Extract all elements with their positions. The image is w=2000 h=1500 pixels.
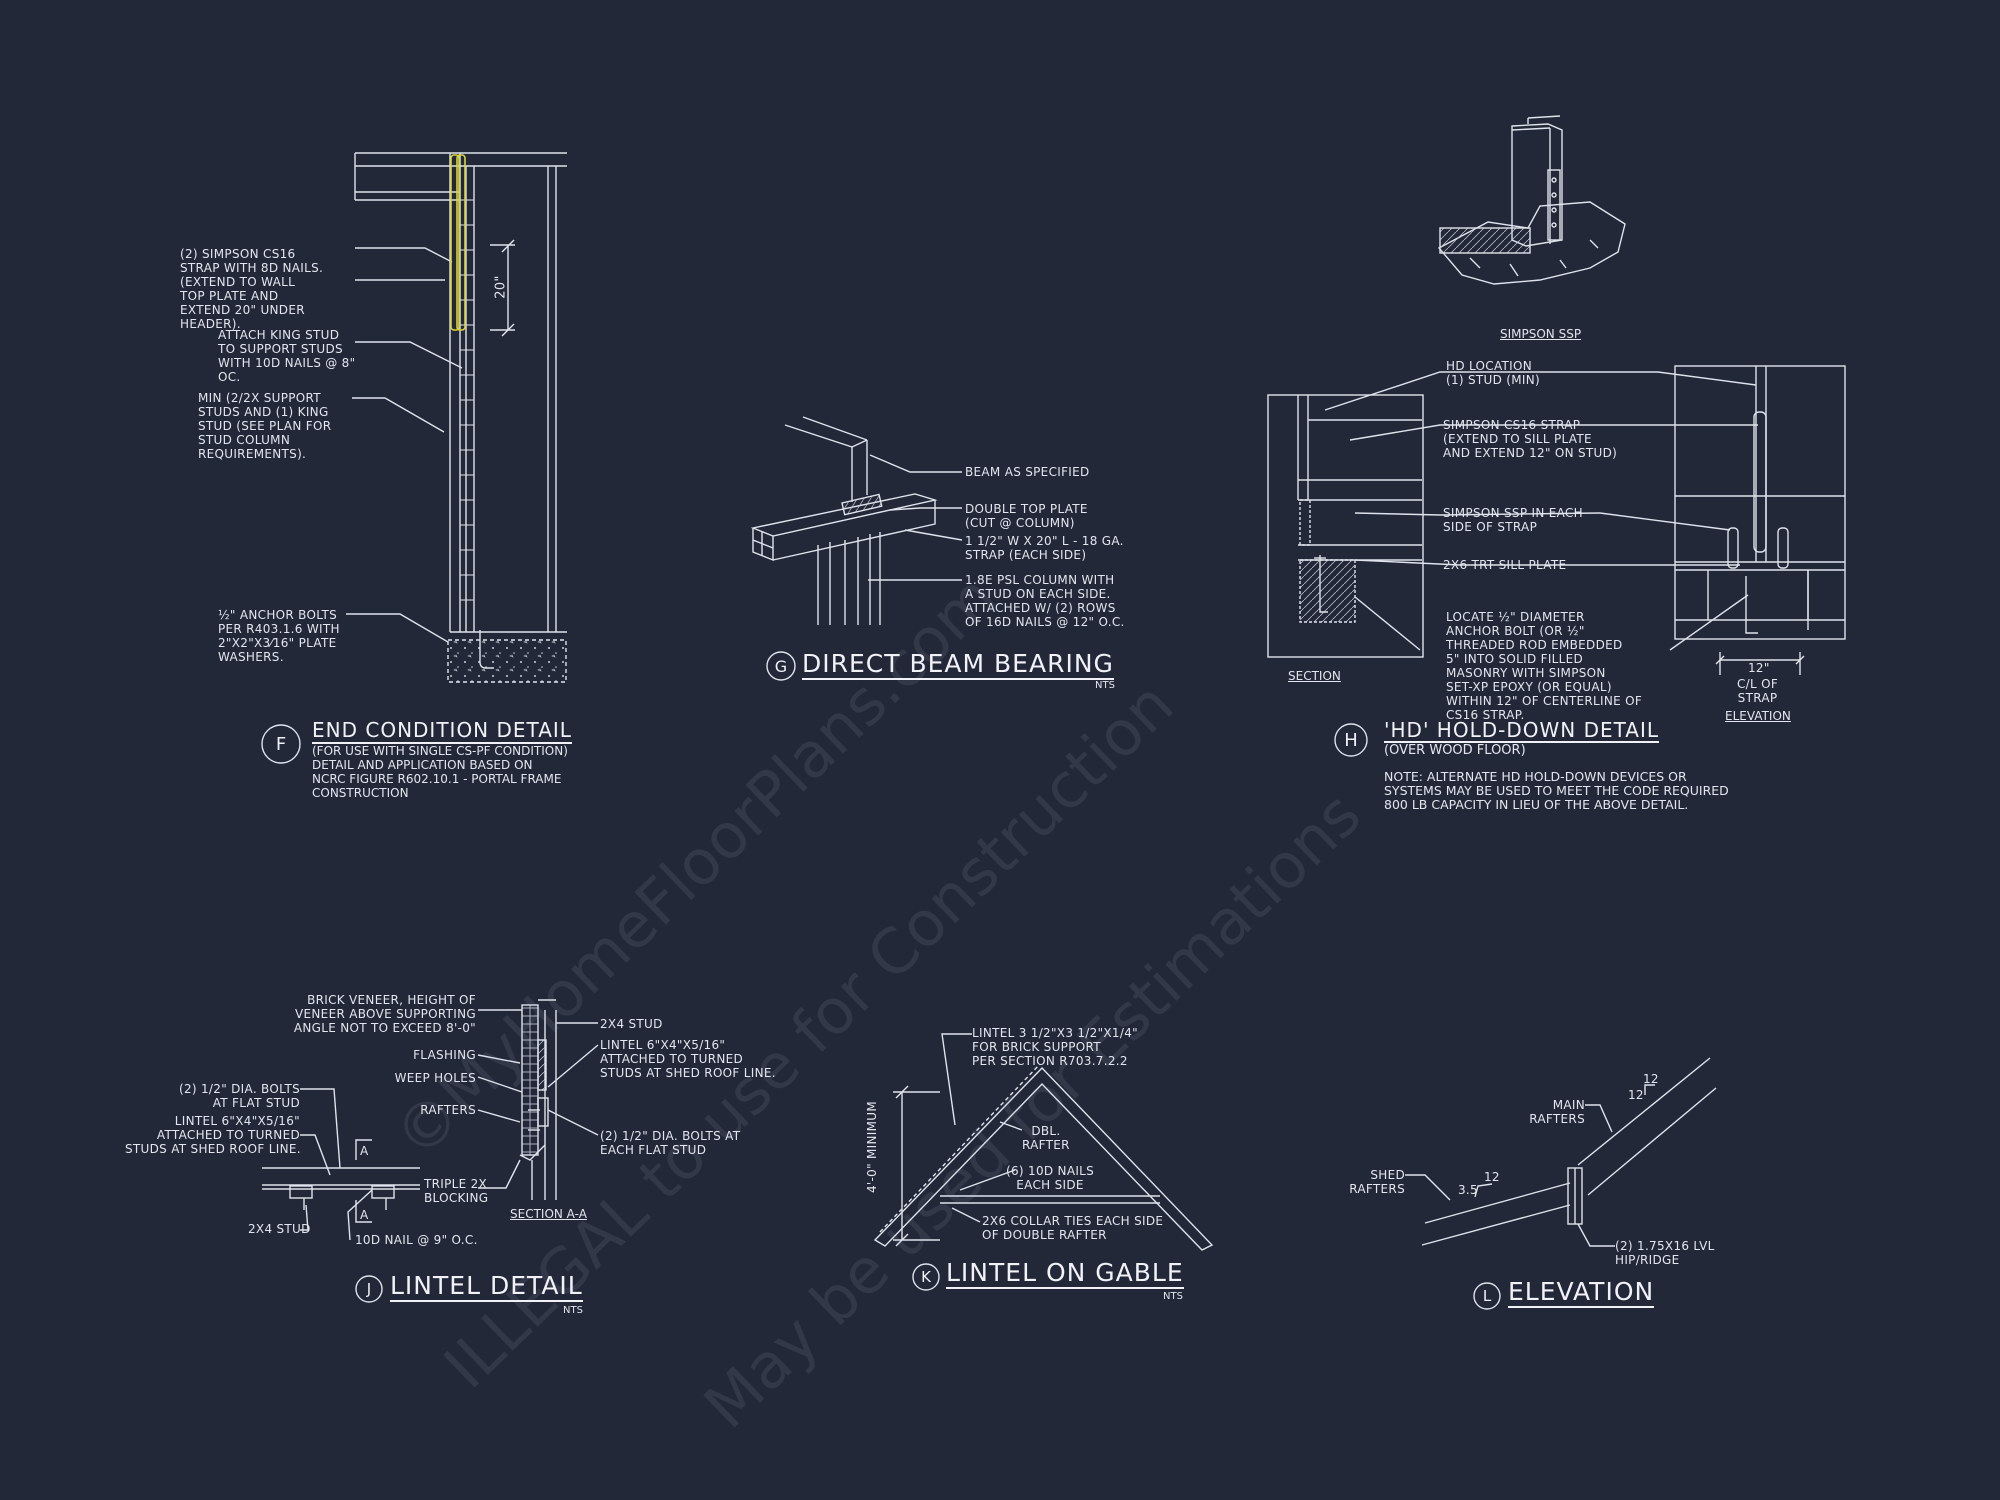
j-section-label: SECTION A-A — [510, 1207, 587, 1221]
j-note-brick: BRICK VENEER, HEIGHT OF VENEER ABOVE SUP… — [293, 993, 476, 1035]
detail-f-subtitle: (FOR USE WITH SINGLE CS-PF CONDITION) DE… — [312, 744, 568, 800]
simpson-ssp-drawing — [1437, 115, 1626, 285]
j-note-blocking: TRIPLE 2x BLOCKING — [424, 1177, 489, 1205]
detail-g-drawing — [750, 416, 963, 625]
j-cut-a-top: A — [360, 1144, 369, 1158]
h-elevation-label: ELEVATION — [1725, 709, 1791, 723]
detail-k-drawing — [873, 1033, 1214, 1251]
detail-j-title: LINTEL DETAIL — [390, 1271, 583, 1302]
f-dim-20: 20" — [493, 275, 509, 299]
detail-f-bubble: F — [275, 733, 287, 755]
j-cut-a-bottom: A — [360, 1208, 369, 1222]
h-note-hd: HD LOCATION (1) STUD (MIN) — [1446, 359, 1541, 387]
detail-h-elevation — [1560, 365, 1846, 675]
g-note-strap: 1 1/2" W x 20" L - 18 GA. STRAP (EACH SI… — [965, 534, 1124, 562]
j-note-rafters: RAFTERS — [420, 1103, 476, 1117]
detail-k-title: LINTEL ON GABLE — [946, 1258, 1184, 1289]
j-note-stud-left: 2x4 STUD — [248, 1222, 311, 1236]
k-note-dbl: DBL. RAFTER — [1022, 1124, 1070, 1152]
detail-f-title: END CONDITION DETAIL — [312, 718, 572, 744]
detail-f-drawing — [346, 152, 567, 683]
detail-h-note: NOTE: ALTERNATE HD HOLD-DOWN DEVICES OR … — [1384, 769, 1729, 812]
h-note-ssp: SIMPSON SSP IN EACH SIDE OF STRAP — [1443, 506, 1583, 534]
g-note-beam: BEAM AS SPECIFIED — [965, 465, 1090, 479]
detail-h-subtitle: (OVER WOOD FLOOR) — [1384, 743, 1526, 758]
j-note-bolts-right: (2) 1/2" DIA. BOLTS AT EACH FLAT STUD — [600, 1129, 741, 1157]
h-note-cs16: SIMPSON CS16 STRAP (EXTEND TO SILL PLATE… — [1443, 418, 1618, 460]
l-pitch-12-shed: 12 — [1484, 1170, 1500, 1184]
f-note-support-studs: MIN (2/2X SUPPORT STUDS AND (1) KING STU… — [198, 391, 332, 461]
detail-l-bubble: L — [1482, 1287, 1492, 1305]
detail-h-title: 'HD' HOLD-DOWN DETAIL — [1384, 718, 1659, 743]
l-note-lvl: (2) 1.75x16 LVL HIP/RIDGE — [1615, 1239, 1715, 1267]
j-note-flashing: FLASHING — [413, 1048, 476, 1062]
j-note-lintel-left: LINTEL 6"x4"x5/16" ATTACHED TO TURNED ST… — [125, 1114, 301, 1156]
j-note-bolts-flat: (2) 1/2" DIA. BOLTS AT FLAT STUD — [178, 1082, 300, 1110]
detail-l-title: ELEVATION — [1508, 1277, 1655, 1308]
detail-j-bubble: J — [366, 1280, 372, 1298]
simpson-ssp-label: SIMPSON SSP — [1500, 327, 1582, 341]
h-note-anchor: LOCATE ½" DIAMETER ANCHOR BOLT (OR ½" TH… — [1446, 610, 1643, 722]
detail-l-drawing — [1405, 1057, 1717, 1247]
j-note-weep: WEEP HOLES — [394, 1071, 476, 1085]
j-note-nail: 10d NAIL @ 9" O.C. — [355, 1233, 478, 1247]
g-note-column: 1.8E PSL COLUMN WITH A STUD ON EACH SIDE… — [965, 573, 1125, 629]
h-cl-label: C/L OF STRAP — [1737, 677, 1779, 705]
l-pitch-35-shed: 3.5 — [1458, 1183, 1478, 1197]
detail-k-nts: NTS — [1163, 1291, 1183, 1302]
l-note-shed: SHED RAFTERS — [1349, 1168, 1405, 1196]
k-note-lintel: LINTEL 3 1/2"x3 1/2"x1/4" FOR BRICK SUPP… — [972, 1026, 1138, 1068]
detail-g-nts: NTS — [1095, 680, 1115, 691]
f-note-king-stud: ATTACH KING STUD TO SUPPORT STUDS WITH 1… — [218, 328, 356, 384]
k-dim-min: 4'-0" MINIMUM — [865, 1100, 880, 1194]
detail-g-bubble: G — [774, 656, 788, 676]
detail-k-bubble: K — [921, 1268, 931, 1286]
k-note-collar: 2x6 COLLAR TIES EACH SIDE OF DOUBLE RAFT… — [982, 1214, 1164, 1242]
h-dim-12: 12" — [1748, 661, 1770, 675]
j-note-stud-right: 2x4 STUD — [600, 1017, 663, 1031]
h-section-label: SECTION — [1288, 669, 1341, 683]
j-note-lintel-right: LINTEL 6"x4"x5/16" ATTACHED TO TURNED ST… — [600, 1038, 776, 1080]
k-note-nails: (6) 10d NAILS EACH SIDE — [1006, 1164, 1095, 1192]
f-note-strap: (2) SIMPSON CS16 STRAP WITH 8d NAILS. (E… — [180, 247, 324, 331]
detail-j-drawing — [262, 999, 599, 1241]
detail-j-nts: NTS — [563, 1305, 583, 1316]
l-pitch-12-main-top: 12 — [1643, 1072, 1659, 1086]
f-note-anchor: ½" ANCHOR BOLTS PER R403.1.6 WITH 2"x2"x… — [218, 608, 340, 664]
detail-h-section — [1267, 371, 1690, 658]
l-note-main: MAIN RAFTERS — [1529, 1098, 1585, 1126]
g-note-plate: DOUBLE TOP PLATE (CUT @ COLUMN) — [965, 502, 1088, 530]
h-note-sill: 2x6 TRT SILL PLATE — [1443, 558, 1567, 572]
l-pitch-12-main-side: 12 — [1628, 1088, 1644, 1102]
detail-h-bubble: H — [1344, 729, 1358, 751]
detail-g-title: DIRECT BEAM BEARING — [802, 649, 1114, 680]
